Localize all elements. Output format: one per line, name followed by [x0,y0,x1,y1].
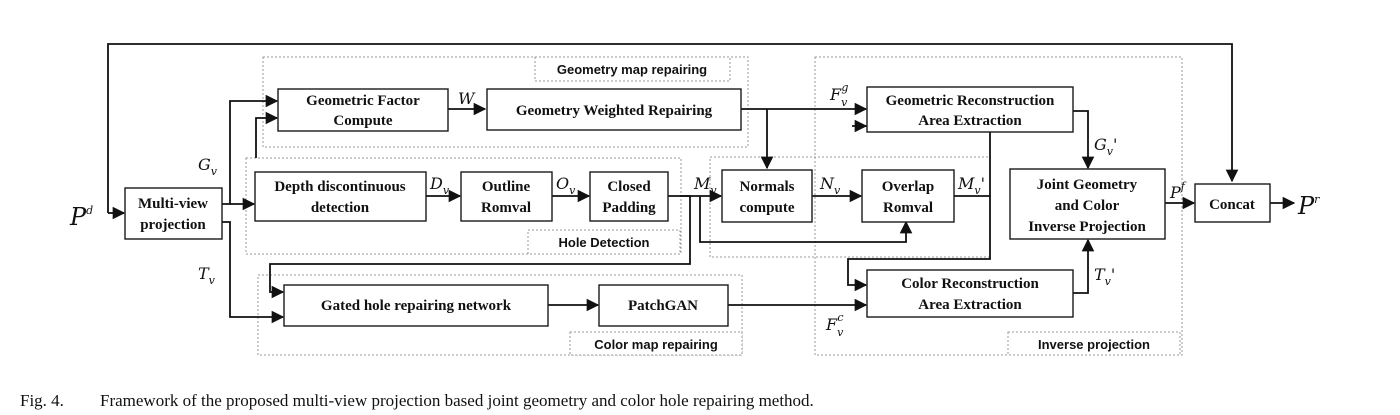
svg-text:projection: projection [140,217,206,233]
block-gated-hole-repairing-network: Gated hole repairing network [283,284,549,327]
block-outline-romval: Outline Romval [460,171,553,222]
svg-text:Depth discontinuous: Depth discontinuous [274,179,405,195]
block-closed-padding: Closed Padding [589,171,669,222]
label-M-v: Mv [693,174,717,197]
block-concat: Concat [1194,183,1271,223]
svg-text:Overlap: Overlap [882,179,935,195]
svg-text:Concat: Concat [1209,197,1255,213]
label-M-v-prime: Mv' [957,174,985,197]
block-geometry-weighted-repairing: Geometry Weighted Repairing [486,88,742,131]
svg-text:PatchGAN: PatchGAN [628,298,698,314]
block-joint-geometry-color-inverse-projection: Joint Geometry and Color Inverse Project… [1009,168,1166,240]
svg-text:Inverse Projection: Inverse Projection [1028,219,1146,235]
svg-text:Romval: Romval [883,200,933,216]
svg-text:Gated hole repairing network: Gated hole repairing network [321,298,512,314]
svg-text:compute: compute [740,200,795,216]
svg-text:Romval: Romval [481,200,531,216]
figure-caption: Fig. 4. Framework of the proposed multi-v… [20,391,814,410]
group-hole-detection: Hole Detection [245,157,682,255]
label-T-v: Tv [198,264,216,287]
label-G-v-prime: Gv' [1094,135,1117,158]
group-color-map-repairing: Color map repairing [257,274,743,356]
geometry-group-label: Geometry map repairing [557,62,707,77]
group-inverse-projection: Inverse projection [709,56,1183,356]
group-geometry-map-repairing: Geometry map repairing [262,56,749,148]
svg-text:Normals: Normals [740,179,795,195]
label-N-v: Nv [819,174,841,197]
svg-text:Area Extraction: Area Extraction [918,113,1022,129]
svg-text:Joint Geometry: Joint Geometry [1037,177,1138,193]
svg-text:Closed: Closed [607,179,651,195]
block-color-reconstruction-area-extraction: Color Reconstruction Area Extraction [866,269,1074,318]
block-overlap-romval: Overlap Romval [861,169,955,223]
label-T-v-prime: Tv' [1094,265,1115,288]
svg-text:detection: detection [311,200,370,216]
color-group-label: Color map repairing [594,337,718,352]
block-geometric-reconstruction-area-extraction: Geometric Reconstruction Area Extraction [866,86,1074,133]
label-W: W [458,89,476,108]
label-G-v: Gv [198,155,218,178]
label-O-v: Ov [556,174,576,197]
label-P-f: Pf [1169,180,1187,202]
input-symbol-P-d: Pd [69,203,93,231]
svg-text:Geometry Weighted Repairing: Geometry Weighted Repairing [516,103,713,119]
label-F-v-g: Fvg [829,81,848,109]
svg-text:Outline: Outline [482,179,531,195]
block-geometric-factor-compute: Geometric Factor Compute [277,88,449,132]
block-depth-discontinuous-detection: Depth discontinuous detection [254,171,427,222]
svg-text:Padding: Padding [602,200,656,216]
inverse-group-label: Inverse projection [1038,337,1150,352]
svg-text:Compute: Compute [333,113,393,129]
block-patchgan: PatchGAN [598,284,729,327]
hole-group-label: Hole Detection [558,235,649,250]
caption-text: Framework of the proposed multi-view pro… [100,391,814,410]
block-multi-view-projection: Multi-view projection [124,187,223,240]
caption-label: Fig. 4. [20,391,64,410]
label-D-v: Dv [429,174,450,197]
block-normals-compute: Normals compute [721,169,813,223]
label-F-v-c: Fvc [825,311,844,339]
svg-text:Color Reconstruction: Color Reconstruction [901,276,1039,292]
svg-text:Geometric Reconstruction: Geometric Reconstruction [886,93,1055,109]
svg-text:Area Extraction: Area Extraction [918,297,1022,313]
svg-text:Multi-view: Multi-view [138,196,208,212]
svg-text:Geometric Factor: Geometric Factor [306,93,420,109]
svg-text:and Color: and Color [1055,198,1120,214]
output-symbol-P-r: Pr [1297,192,1320,220]
